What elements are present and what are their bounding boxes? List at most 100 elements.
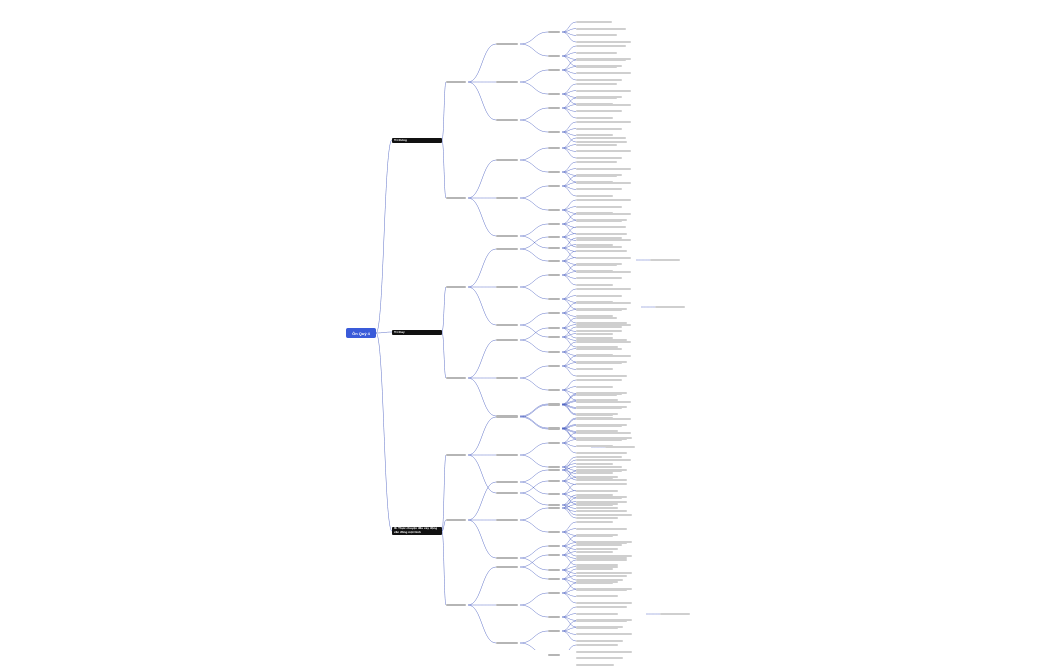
leaf-text-115[interactable] [496, 377, 518, 379]
leaf-text-38[interactable] [576, 137, 626, 139]
leaf-text-92[interactable] [496, 324, 518, 326]
leaf-text-229[interactable] [548, 630, 560, 632]
leaf-text-47[interactable] [496, 197, 518, 199]
leaf-text-118[interactable] [576, 361, 622, 364]
leaf-text-242[interactable] [660, 613, 690, 615]
leaf-text-82[interactable] [548, 274, 560, 276]
leaf-text-176[interactable] [576, 472, 613, 475]
leaf-text-50[interactable] [576, 181, 631, 184]
leaf-text-9[interactable] [576, 45, 626, 47]
leaf-text-40[interactable] [576, 150, 631, 153]
leaf-text-88[interactable] [576, 288, 631, 290]
leaf-text-237[interactable] [576, 657, 623, 660]
leaf-text-7[interactable] [576, 41, 631, 43]
leaf-text-117[interactable] [576, 355, 631, 357]
leaf-text-150[interactable] [548, 442, 560, 444]
leaf-text-18[interactable] [576, 79, 622, 81]
leaf-text-138[interactable] [496, 416, 518, 418]
leaf-text-204[interactable] [576, 579, 623, 581]
leaf-text-39[interactable] [576, 143, 617, 146]
leaf-text-30[interactable] [548, 131, 560, 133]
leaf-text-231[interactable] [576, 626, 618, 629]
leaf-text-170[interactable] [576, 514, 632, 516]
leaf-text-232[interactable] [576, 633, 632, 636]
leaf-text-14[interactable] [548, 69, 560, 71]
leaf-text-221[interactable] [576, 595, 618, 598]
leaf-text-208[interactable] [576, 544, 622, 546]
leaf-text-86[interactable] [576, 284, 613, 286]
leaf-text-218[interactable] [548, 592, 560, 594]
leaf-text-85[interactable] [576, 277, 622, 280]
root-node[interactable]: Ôn Quý 4 [346, 328, 376, 338]
leaf-text-235[interactable] [576, 644, 618, 646]
leaf-text-155[interactable] [548, 466, 560, 468]
leaf-text-15[interactable] [576, 59, 626, 61]
leaf-text-137[interactable] [446, 454, 466, 456]
leaf-text-55[interactable] [576, 205, 622, 208]
leaf-text-74[interactable] [576, 239, 631, 242]
leaf-text-141[interactable] [576, 400, 631, 403]
leaf-text-199[interactable] [576, 555, 632, 557]
leaf-text-149[interactable] [496, 454, 518, 456]
leaf-text-65[interactable] [576, 237, 622, 239]
leaf-text-1[interactable] [446, 81, 466, 83]
leaf-text-83[interactable] [576, 264, 617, 266]
leaf-text-28[interactable] [576, 110, 622, 113]
leaf-text-217[interactable] [496, 604, 518, 606]
leaf-text-210[interactable] [576, 557, 627, 560]
leaf-text-239[interactable] [650, 259, 680, 261]
leaf-text-58[interactable] [496, 235, 518, 237]
leaf-text-187[interactable] [576, 510, 627, 513]
leaf-text-29[interactable] [576, 117, 613, 119]
leaf-text-223[interactable] [548, 616, 560, 618]
leaf-text-194[interactable] [496, 557, 518, 559]
branch-node-3[interactable]: III. Thực chuyện đều cấy động cần đồng m… [392, 527, 442, 535]
leaf-text-179[interactable] [576, 483, 622, 485]
leaf-text-196[interactable] [576, 535, 613, 537]
leaf-text-111[interactable] [576, 341, 631, 343]
leaf-text-240[interactable] [655, 306, 685, 308]
leaf-text-37[interactable] [548, 147, 560, 149]
leaf-text-207[interactable] [548, 554, 560, 556]
leaf-text-21[interactable] [576, 89, 631, 92]
leaf-text-153[interactable] [576, 445, 613, 448]
leaf-text-178[interactable] [548, 493, 560, 495]
leaf-text-166[interactable] [548, 504, 560, 506]
leaf-text-8[interactable] [548, 55, 560, 57]
leaf-text-107[interactable] [576, 323, 631, 326]
leaf-text-89[interactable] [576, 294, 622, 297]
leaf-text-225[interactable] [576, 612, 618, 615]
leaf-text-188[interactable] [576, 517, 618, 519]
branch-node-1[interactable]: Tri thông [392, 138, 442, 143]
leaf-text-156[interactable] [576, 456, 622, 458]
leaf-text-96[interactable] [576, 315, 613, 318]
leaf-text-49[interactable] [576, 175, 617, 177]
leaf-text-167[interactable] [576, 494, 613, 496]
leaf-text-33[interactable] [576, 134, 613, 137]
leaf-text-10[interactable] [576, 51, 617, 54]
leaf-text-119[interactable] [576, 368, 613, 371]
leaf-text-24[interactable] [496, 119, 518, 121]
leaf-text-75[interactable] [576, 246, 622, 248]
leaf-text-51[interactable] [576, 188, 622, 191]
leaf-text-17[interactable] [576, 72, 631, 75]
leaf-text-122[interactable] [576, 379, 622, 381]
leaf-text-201[interactable] [576, 559, 627, 561]
leaf-text-54[interactable] [576, 199, 631, 201]
leaf-text-171[interactable] [446, 519, 466, 521]
leaf-text-100[interactable] [576, 332, 613, 335]
leaf-text-160[interactable] [496, 492, 518, 494]
leaf-text-19[interactable] [548, 93, 560, 95]
leaf-text-180[interactable] [576, 489, 613, 492]
leaf-text-110[interactable] [548, 351, 560, 353]
leaf-text-69[interactable] [446, 286, 466, 288]
leaf-text-26[interactable] [576, 97, 617, 99]
leaf-text-206[interactable] [496, 566, 518, 568]
leaf-text-42[interactable] [548, 171, 560, 173]
leaf-text-2[interactable] [496, 43, 518, 45]
leaf-text-99[interactable] [576, 326, 622, 328]
leaf-text-157[interactable] [576, 462, 613, 465]
leaf-text-25[interactable] [548, 107, 560, 109]
leaf-text-161[interactable] [548, 480, 560, 482]
